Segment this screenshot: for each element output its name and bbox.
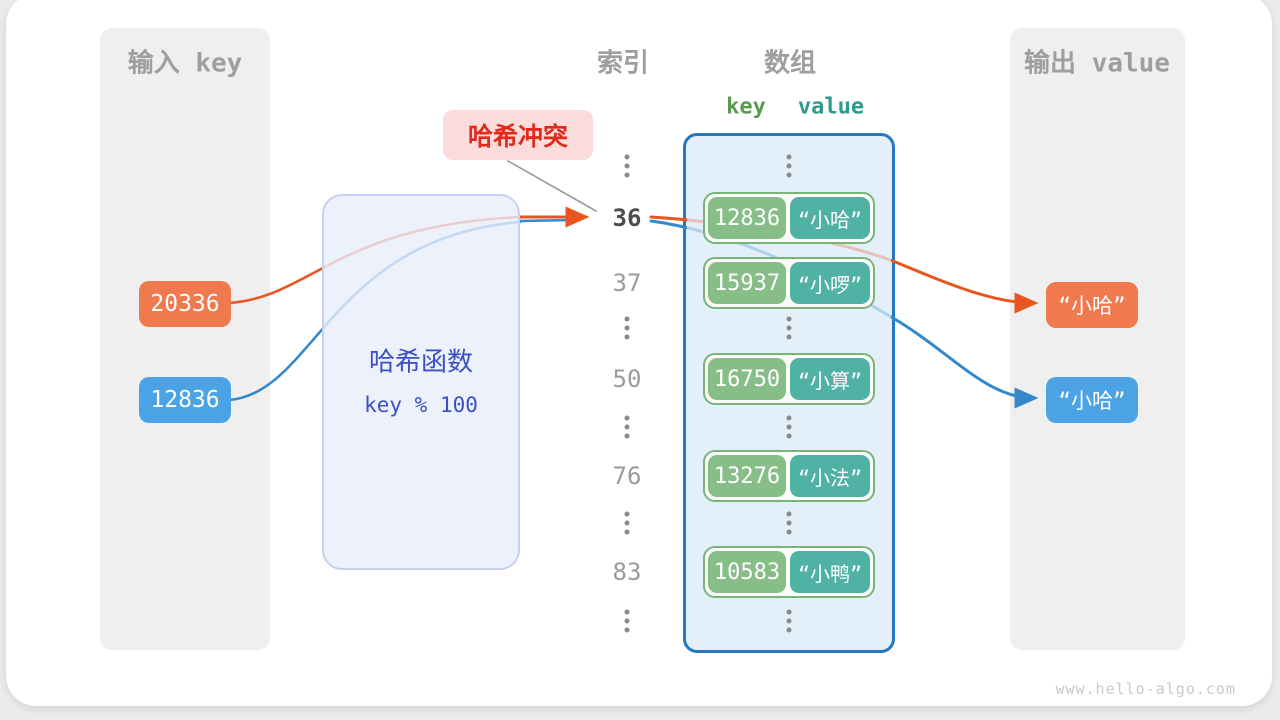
hash-collision-label: 哈希冲突	[443, 110, 593, 160]
input-panel-title: 输入 key	[127, 48, 243, 79]
index-50: 50	[612, 365, 642, 393]
input-key-20336: 20336	[139, 281, 231, 327]
bucket-pair-13276: 13276 “小法”	[703, 450, 875, 502]
bucket-value: “小哈”	[790, 197, 870, 239]
output-panel	[1010, 28, 1185, 650]
bucket-pair-12836: 12836 “小哈”	[703, 192, 875, 244]
input-panel	[100, 28, 270, 650]
ellipsis-dots	[786, 154, 792, 178]
bucket-value: “小法”	[790, 455, 870, 497]
bucket-key: 15937	[708, 262, 786, 304]
bucket-pair-10583: 10583 “小鸭”	[703, 546, 875, 598]
ellipsis-dots	[786, 316, 792, 340]
output-value-blue: “小哈”	[1046, 377, 1138, 423]
array-value-header: value	[797, 94, 865, 120]
ellipsis-dots	[624, 415, 630, 439]
index-36: 36	[612, 204, 642, 232]
bucket-key: 12836	[708, 197, 786, 239]
bucket-key: 13276	[708, 455, 786, 497]
bucket-key: 10583	[708, 551, 786, 593]
bucket-key: 16750	[708, 358, 786, 400]
index-column-title: 索引	[596, 48, 650, 79]
index-83: 83	[612, 558, 642, 586]
ellipsis-dots	[624, 609, 630, 633]
ellipsis-dots	[624, 154, 630, 178]
array-title: 数组	[763, 48, 817, 79]
hash-function-title: 哈希函数	[368, 346, 474, 377]
index-37: 37	[612, 269, 642, 297]
bucket-value: “小啰”	[790, 262, 870, 304]
bucket-pair-16750: 16750 “小算”	[703, 353, 875, 405]
ellipsis-dots	[786, 609, 792, 633]
input-key-12836: 12836	[139, 377, 231, 423]
bucket-value: “小算”	[790, 358, 870, 400]
ellipsis-dots	[786, 511, 792, 535]
output-panel-title: 输出 value	[1024, 48, 1170, 79]
array-key-header: key	[726, 94, 766, 120]
ellipsis-dots	[624, 316, 630, 340]
output-value-orange: “小哈”	[1046, 282, 1138, 328]
bucket-value: “小鸭”	[790, 551, 870, 593]
ellipsis-dots	[786, 415, 792, 439]
hash-function-formula: key % 100	[364, 393, 478, 417]
bucket-pair-15937: 15937 “小啰”	[703, 257, 875, 309]
index-76: 76	[612, 462, 642, 490]
watermark: www.hello-algo.com	[1055, 680, 1236, 698]
ellipsis-dots	[624, 511, 630, 535]
hash-function-box	[322, 194, 520, 570]
